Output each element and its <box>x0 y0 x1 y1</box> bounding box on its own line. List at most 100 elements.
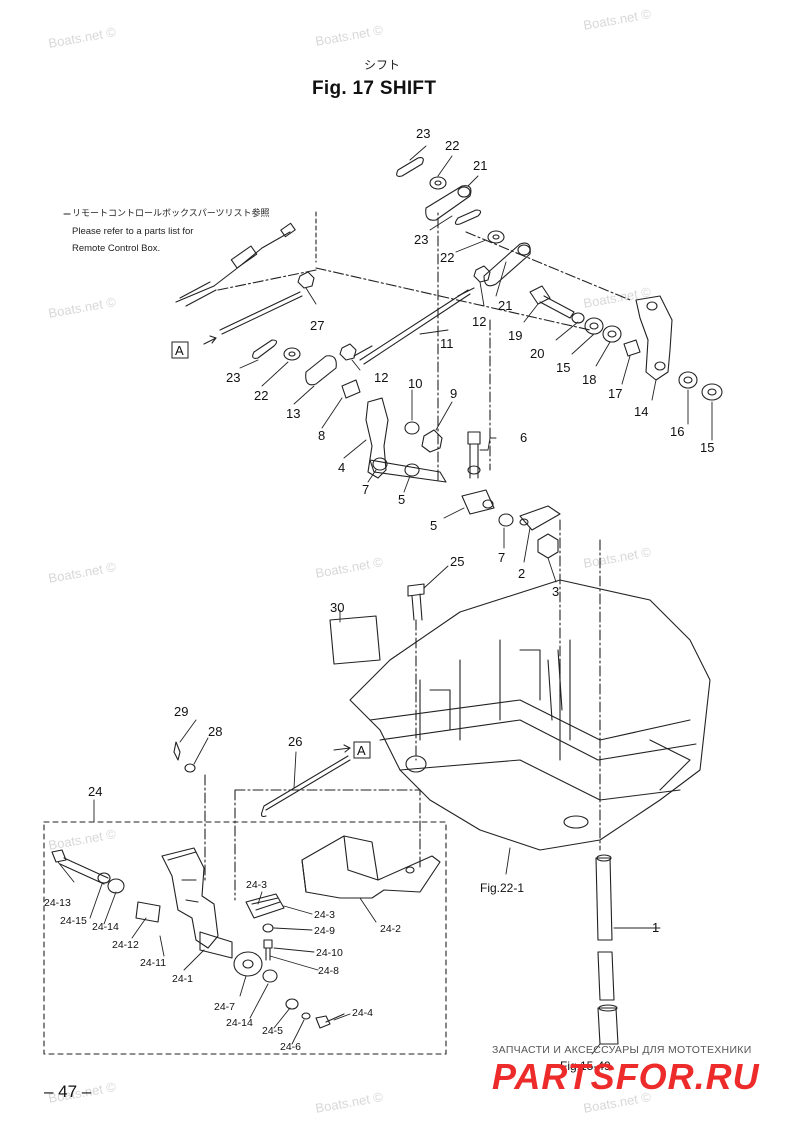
callout-24-3: 24-3 <box>246 879 267 891</box>
cotter-pin <box>454 209 482 225</box>
link <box>461 489 495 515</box>
nut <box>339 343 357 361</box>
callout-24-8: 24-8 <box>318 965 339 977</box>
callout-5: 5 <box>398 492 405 507</box>
callout-12: 12 <box>374 370 388 385</box>
page-number: – 47 – <box>44 1082 92 1101</box>
callout-24-11: 24-11 <box>140 957 166 969</box>
leader-lines <box>57 145 713 1055</box>
callout-30: 30 <box>330 600 344 615</box>
callout-15: 15 <box>700 440 714 455</box>
callout-24-14: 24-14 <box>226 1017 253 1029</box>
callout-5: 5 <box>430 518 437 533</box>
nut <box>404 421 420 435</box>
callout-22: 22 <box>440 250 454 265</box>
callout-16: 16 <box>670 424 684 439</box>
callout-24-10: 24-10 <box>316 947 343 959</box>
reference-note-line-1: Please refer to a parts list for <box>72 226 194 237</box>
rod-joint <box>305 355 337 386</box>
callout-15: 15 <box>556 360 570 375</box>
marker-a: A <box>175 343 184 358</box>
marker-a: A <box>357 743 366 758</box>
washer <box>285 998 299 1010</box>
arrow <box>333 744 351 753</box>
shift-bracket <box>161 847 219 949</box>
callout-24-2: 24-2 <box>380 923 401 935</box>
marker-box <box>353 741 371 759</box>
callout-17: 17 <box>608 386 622 401</box>
callout-24-7: 24-7 <box>214 1001 235 1013</box>
shift-lever-arm <box>365 397 389 479</box>
screw <box>173 741 181 761</box>
washer <box>107 878 125 894</box>
ref-fig-22-1: Fig.22-1 <box>480 881 524 895</box>
callout-24-12: 24-12 <box>112 939 139 951</box>
washer <box>434 180 442 186</box>
reference-note-japanese: リモートコントロールボックスパーツリスト参照 <box>72 209 270 219</box>
callout-18: 18 <box>582 372 596 387</box>
bushing <box>678 371 698 389</box>
lower-shift-rod <box>595 854 619 1045</box>
cotter-pin <box>252 339 278 359</box>
collar <box>135 901 161 923</box>
callout-8: 8 <box>318 428 325 443</box>
nut <box>537 533 559 559</box>
nut <box>297 271 315 289</box>
reference-note: リモートコントロールボックスパーツリスト参照 Please refer to a… <box>72 206 322 257</box>
washer <box>498 513 514 527</box>
washer <box>283 347 301 361</box>
callout-12: 12 <box>472 314 486 329</box>
bolt <box>315 1013 345 1029</box>
callout-21: 21 <box>498 298 512 313</box>
washer <box>184 763 196 773</box>
washer <box>301 1012 311 1020</box>
nut <box>473 265 491 283</box>
bolt <box>407 583 425 621</box>
callout-27: 27 <box>310 318 324 333</box>
figure-title: Fig. 17 SHIFT <box>312 78 437 99</box>
marker-box <box>171 341 189 359</box>
washer <box>262 923 274 933</box>
callout-10: 10 <box>408 376 422 391</box>
shift-cam <box>233 951 263 977</box>
washer <box>262 969 278 983</box>
callout-24-6: 24-6 <box>280 1041 301 1053</box>
callout-25: 25 <box>450 554 464 569</box>
callout-23: 23 <box>226 370 240 385</box>
decal <box>329 615 381 665</box>
bolt <box>51 849 109 885</box>
callout-24-14: 24-14 <box>92 921 119 933</box>
cap-nut <box>421 429 443 453</box>
bottom-cowling <box>349 579 711 851</box>
screw <box>263 939 273 961</box>
callout-2: 2 <box>518 566 525 581</box>
callout-24-13: 24-13 <box>44 897 71 909</box>
note-bracket <box>65 211 317 263</box>
callout-11: 11 <box>440 336 454 351</box>
callout-14: 14 <box>634 404 648 419</box>
washer <box>492 234 500 240</box>
pin <box>341 379 361 399</box>
washer <box>584 317 604 335</box>
callout-24-5: 24-5 <box>262 1025 283 1037</box>
washer <box>487 230 505 244</box>
callout-9: 9 <box>450 386 457 401</box>
callout-28: 28 <box>208 724 222 739</box>
callout-6: 6 <box>520 430 527 445</box>
callout-22: 22 <box>254 388 268 403</box>
link <box>519 505 561 531</box>
washer <box>97 872 111 884</box>
callout-21: 21 <box>473 158 487 173</box>
shift-rod <box>219 287 475 365</box>
callout-22: 22 <box>445 138 459 153</box>
rod-joint <box>425 185 472 221</box>
callout-7: 7 <box>498 550 505 565</box>
washer <box>288 351 296 357</box>
callout-3: 3 <box>552 584 559 599</box>
sub-assembly-box <box>43 821 447 1055</box>
collar <box>623 339 641 357</box>
washer <box>429 176 447 190</box>
clip <box>245 893 285 919</box>
callout-4: 4 <box>338 460 345 475</box>
